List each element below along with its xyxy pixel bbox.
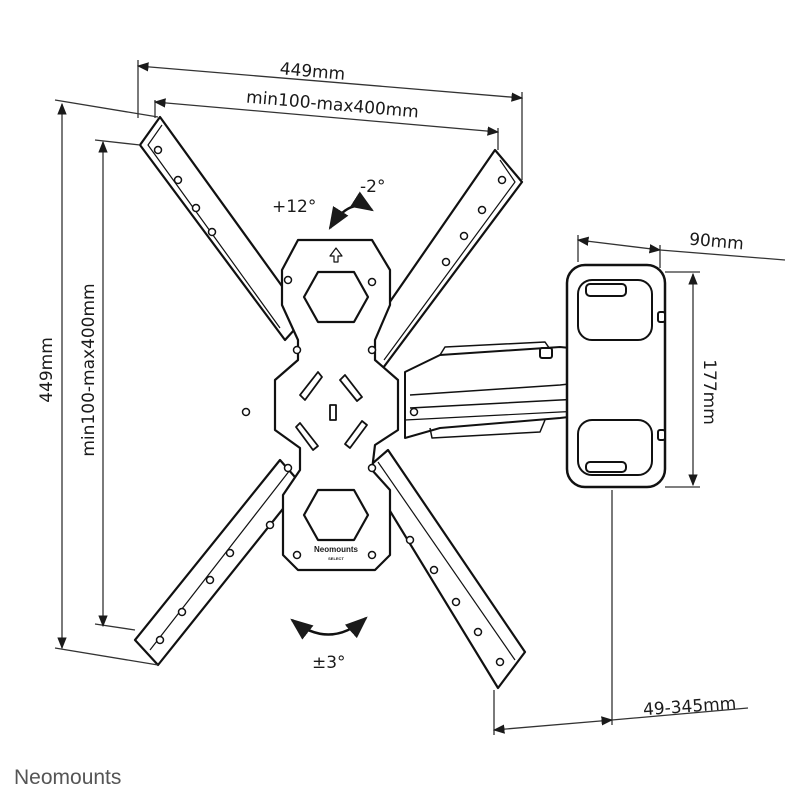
footer-brand: Neomounts: [14, 766, 121, 789]
tilt-down-label: -2°: [360, 177, 385, 197]
center-slots: [295, 371, 368, 451]
wall-distance-dimension-line: [492, 716, 614, 734]
overall-width-label: 449mm: [279, 59, 346, 85]
arm-depth-label: 90mm: [688, 230, 744, 255]
upper-hex-cutout: [302, 270, 370, 324]
tilt-arrow: [328, 191, 374, 230]
bracket-arm-bottom-right: [363, 448, 527, 690]
vesa-bracket: [133, 115, 527, 690]
arm-depth-dimension-line: [576, 236, 662, 254]
bracket-arm-bottom-left: [133, 458, 304, 667]
rotation-arrow: [290, 616, 368, 640]
rotation-label: ±3°: [312, 653, 346, 673]
tilt-up-label: +12°: [272, 197, 316, 217]
bracket-arm-top-left: [138, 115, 307, 342]
plate-brand-text: Neomounts: [314, 545, 359, 554]
overall-height-label: 449mm: [37, 337, 57, 403]
lower-hex-cutout: [302, 488, 370, 542]
vesa-height-label: min100-max400mm: [79, 283, 99, 456]
wall-distance-label: 49-345mm: [642, 694, 737, 720]
screw-holes: [153, 145, 507, 667]
plate-line-text: SELECT: [328, 556, 344, 561]
up-arrow-mark: [329, 247, 343, 263]
arm-height-label: 177mm: [699, 359, 719, 425]
vesa-width-dimension-line: [153, 98, 500, 136]
overall-width-dimension-line: [136, 62, 524, 102]
wall-arm: [404, 263, 667, 489]
